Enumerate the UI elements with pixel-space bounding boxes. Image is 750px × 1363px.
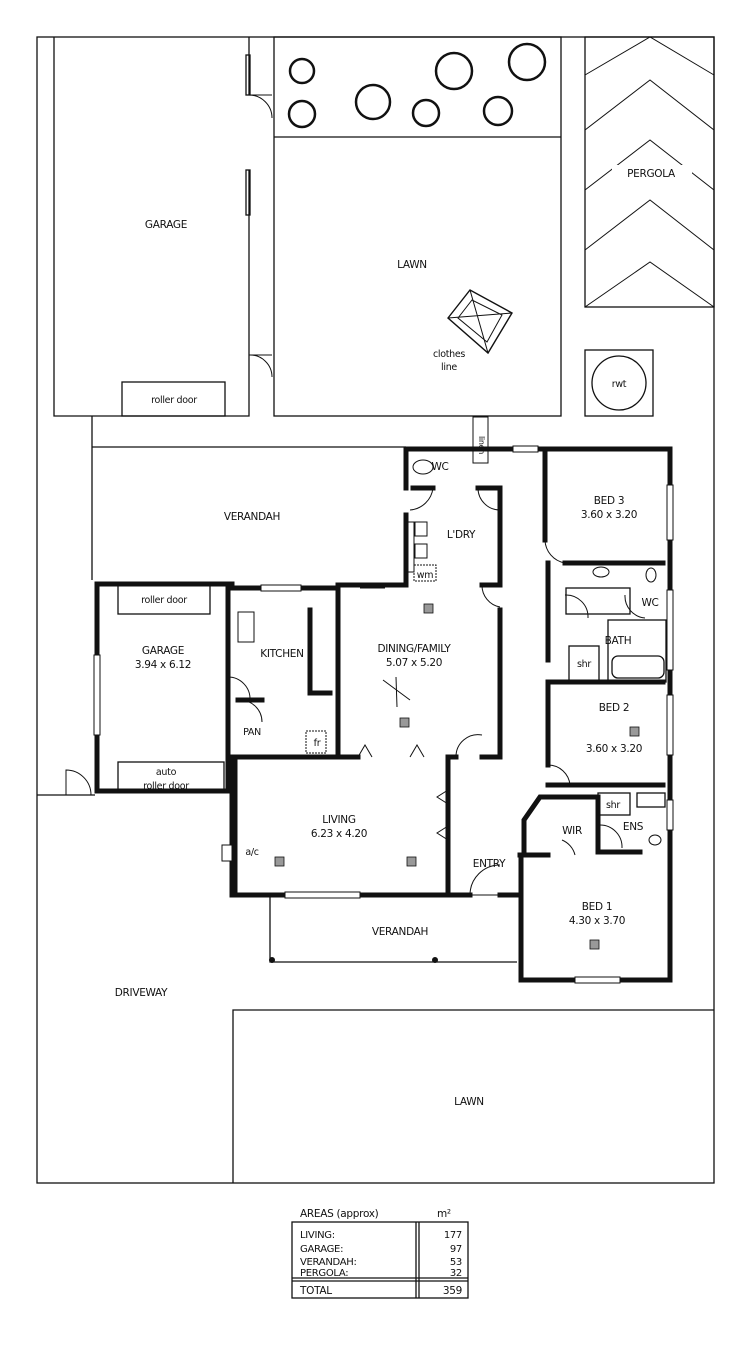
pergola: PERGOLA [584, 36, 715, 308]
table-cell-value: 32 [450, 1268, 462, 1279]
label-ens: ENS [623, 821, 644, 833]
label-verandah-top: VERANDAH [224, 511, 280, 523]
label-lawn-bottom: LAWN [454, 1096, 484, 1108]
label-clothes: clothes [433, 349, 465, 360]
tree-icons [287, 42, 547, 129]
label-laundry: L'DRY [447, 529, 476, 541]
label-roller-door-top: roller door [151, 395, 197, 406]
label-shr: shr [577, 659, 591, 670]
label-bed2-size: 3.60 x 3.20 [586, 743, 642, 755]
label-wc: WC [641, 597, 658, 609]
label-garage-size: 3.94 x 6.12 [135, 659, 191, 671]
label-living: LIVING [322, 814, 356, 826]
label-rwt: rwt [612, 379, 627, 390]
label-wc-top: WC [431, 461, 448, 473]
label-dining: DINING/FAMILY [377, 643, 451, 655]
rainwater-tank: rwt [584, 349, 654, 417]
svg-text:177: 177 [444, 1230, 462, 1241]
label-wir: WIR [562, 825, 582, 837]
label-roller-door-garage: roller door [141, 595, 187, 606]
fixture-outlines [237, 416, 662, 846]
label-dining-size: 5.07 x 5.20 [386, 657, 442, 669]
label-verandah-bottom: VERANDAH [372, 926, 428, 938]
svg-text:359: 359 [443, 1285, 462, 1297]
label-entry: ENTRY [473, 858, 506, 870]
fixtures [274, 603, 640, 950]
label-pantry: PAN [243, 727, 261, 738]
house-walls [94, 446, 673, 983]
label-auto: auto [156, 767, 177, 778]
label-line: line [441, 362, 457, 373]
label-kitchen: KITCHEN [260, 648, 303, 660]
label-auto-roller-door: roller door [143, 781, 189, 792]
bottom-lawn-outline [232, 1009, 714, 1183]
label-ac: a/c [245, 847, 258, 858]
table-row: VERANDAH: 53 [300, 1257, 462, 1268]
verandah-top-outline [91, 416, 406, 580]
label-linen: linen [477, 436, 486, 454]
table-row: LIVING: 177 [300, 1230, 462, 1241]
svg-text:GARAGE:: GARAGE: [300, 1244, 343, 1255]
windows [93, 445, 674, 984]
svg-text:53: 53 [450, 1257, 462, 1268]
label-bed3-size: 3.60 x 3.20 [581, 509, 637, 521]
label-living-size: 6.23 x 4.20 [311, 828, 367, 840]
svg-text:TOTAL: TOTAL [299, 1285, 332, 1297]
label-bath: BATH [605, 635, 632, 647]
table-total-row: TOTAL 359 [299, 1285, 462, 1297]
label-garage-top: GARAGE [145, 219, 187, 231]
table-row: GARAGE: 97 [300, 1244, 462, 1255]
svg-text:VERANDAH:: VERANDAH: [300, 1257, 357, 1268]
label-driveway: DRIVEWAY [115, 987, 168, 999]
svg-text:LIVING:: LIVING: [300, 1230, 335, 1241]
doors [227, 487, 646, 896]
areas-unit: m² [437, 1208, 451, 1220]
table-row: PERGOLA: 32 [300, 1268, 462, 1279]
label-bed3: BED 3 [594, 495, 624, 507]
label-bed1: BED 1 [582, 901, 612, 913]
label-bed1-size: 4.30 x 3.70 [569, 915, 625, 927]
top-lawn: LAWN clothes line [273, 36, 562, 417]
top-garage: GARAGE roller door [53, 37, 273, 417]
label-pergola: PERGOLA [627, 168, 676, 180]
label-ens-shr: shr [606, 800, 620, 811]
label-bed2: BED 2 [599, 702, 629, 714]
label-garage: GARAGE [142, 645, 184, 657]
roller-door-box [121, 381, 226, 417]
label-lawn-top: LAWN [397, 259, 427, 271]
label-wm: wm [417, 570, 433, 581]
areas-title: AREAS (approx) [300, 1208, 379, 1220]
svg-text:97: 97 [450, 1244, 462, 1255]
areas-table: AREAS (approx) m² LIVING: 177 GARAGE: 97 V… [291, 1208, 469, 1299]
clothes-line-icon [447, 289, 513, 355]
lot-boundary [36, 36, 715, 1184]
label-fridge: fr [314, 738, 321, 749]
svg-text:PERGOLA:: PERGOLA: [300, 1268, 348, 1279]
